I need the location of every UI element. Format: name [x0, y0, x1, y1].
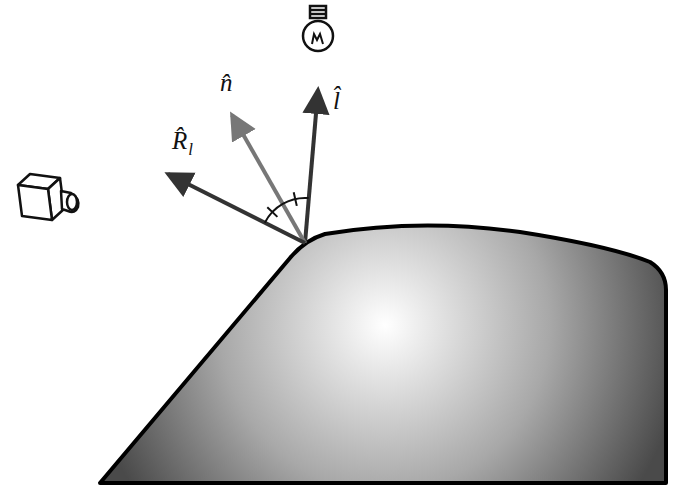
surface	[100, 225, 666, 483]
angle-tick	[267, 207, 277, 217]
light-bulb	[303, 6, 333, 51]
light-label: l̂	[333, 88, 340, 113]
angle-tick	[294, 192, 297, 206]
camera	[18, 174, 78, 220]
reflection-label: R̂	[172, 128, 187, 153]
reflection-subscript: l	[188, 141, 193, 158]
light-vector	[305, 90, 318, 243]
angle-arc	[265, 198, 309, 223]
normal-label: n̂	[220, 70, 233, 95]
reflection-vector	[168, 174, 305, 243]
